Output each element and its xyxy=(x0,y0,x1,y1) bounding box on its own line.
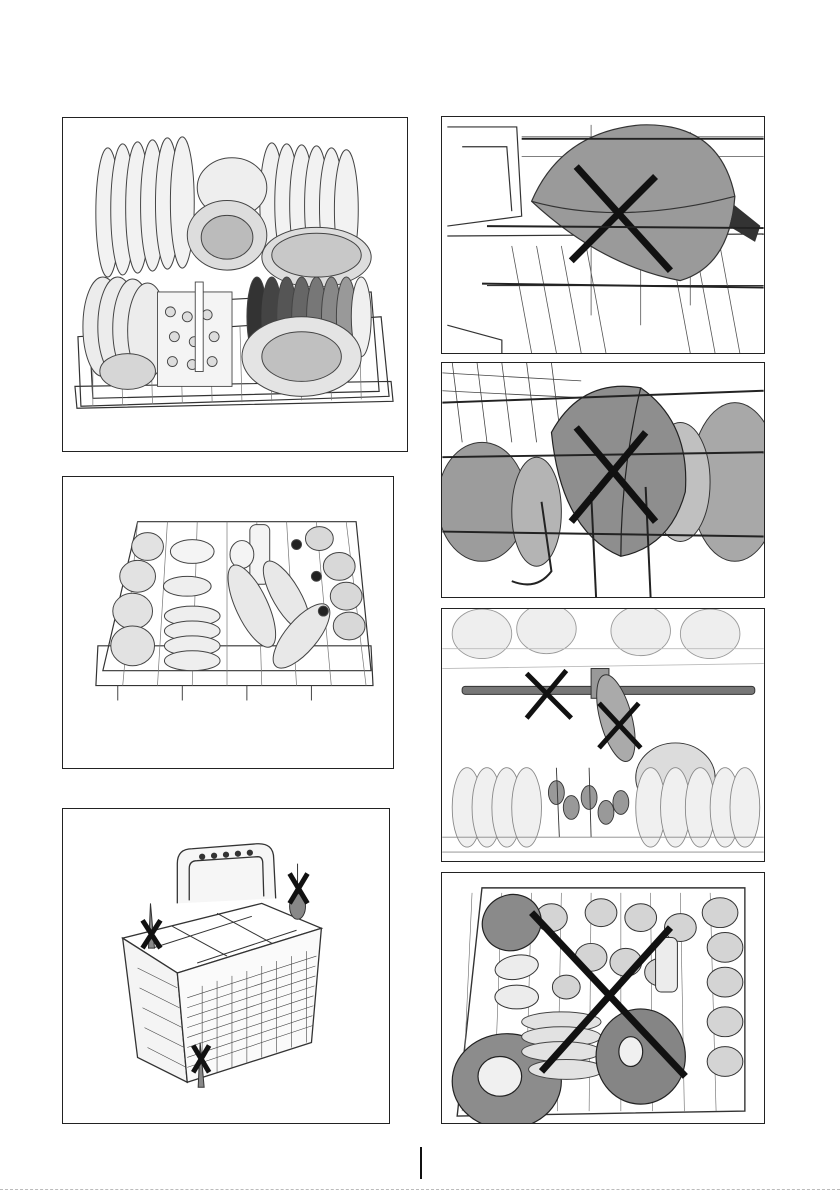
tilted-bowl xyxy=(551,386,685,556)
bowl-across-wires-illustration xyxy=(441,362,765,598)
spray-arm-drawing xyxy=(442,609,764,861)
upper-basket-overloaded-illustration xyxy=(441,872,765,1124)
page-divider-line xyxy=(420,1147,422,1179)
basket-handle xyxy=(177,844,275,904)
bowl-rack-drawing-2 xyxy=(442,363,764,597)
upper-basket-items xyxy=(442,609,763,669)
large-bowl-right xyxy=(596,1009,685,1104)
plates-center xyxy=(163,576,220,670)
overloaded-basket-drawing xyxy=(442,873,764,1123)
glasses xyxy=(170,525,269,585)
spray-arm-blocked-illustration xyxy=(441,608,765,862)
bowl-blocking-rack-illustration xyxy=(441,116,765,354)
bowl-rack-drawing-1 xyxy=(442,117,764,353)
lower-basket-correct-illustration xyxy=(62,117,408,452)
large-serving-dish xyxy=(242,317,361,397)
upper-basket-drawing xyxy=(63,477,393,768)
plates-left xyxy=(96,137,194,277)
cutlery xyxy=(548,768,628,837)
page-bottom-edge xyxy=(0,1189,840,1190)
upper-basket-correct-illustration xyxy=(62,476,394,769)
basket-legs xyxy=(118,686,312,701)
cutlery-basket-drawing xyxy=(63,809,389,1123)
cutlery-holder xyxy=(157,282,232,386)
cutlery-basket-illustration xyxy=(62,808,390,1124)
tilted-bowl xyxy=(532,125,760,281)
lower-basket-drawing xyxy=(63,118,407,451)
bowls-left xyxy=(83,277,167,389)
